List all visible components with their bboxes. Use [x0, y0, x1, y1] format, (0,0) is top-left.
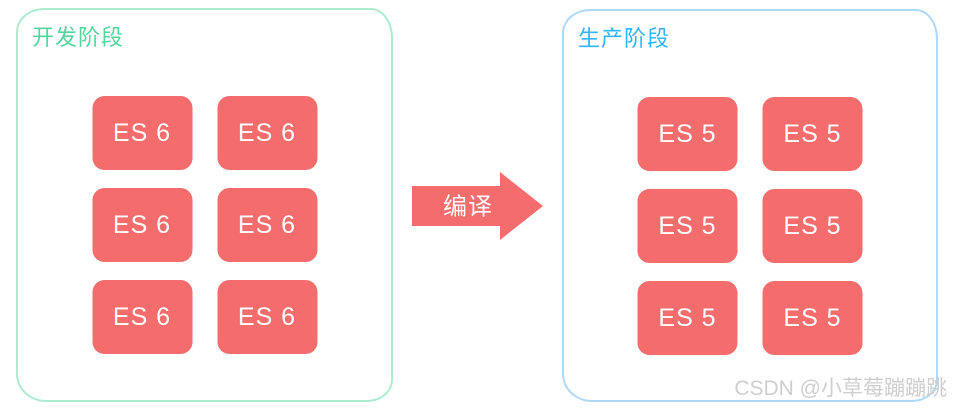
development-stage-panel: 开发阶段 ES 6 ES 6 ES 6 ES 6 ES 6 ES 6	[16, 8, 393, 402]
es6-module-box: ES 6	[217, 188, 317, 262]
production-stage-panel: 生产阶段 ES 5 ES 5 ES 5 ES 5 ES 5 ES 5	[562, 9, 938, 402]
compile-arrow-label: 编译	[443, 194, 493, 221]
es5-module-box: ES 5	[762, 189, 863, 263]
es6-module-box: ES 6	[92, 280, 192, 354]
arrow-shape-icon	[412, 172, 543, 240]
es6-module-box: ES 6	[92, 188, 192, 262]
es5-module-box: ES 5	[762, 97, 863, 171]
es5-module-box: ES 5	[637, 189, 738, 263]
development-stage-title: 开发阶段	[32, 25, 125, 50]
compile-arrow: 编译	[412, 171, 544, 241]
es5-module-grid: ES 5 ES 5 ES 5 ES 5 ES 5 ES 5	[637, 97, 863, 355]
es5-module-box: ES 5	[637, 97, 738, 171]
es6-module-box: ES 6	[217, 96, 317, 170]
es5-module-box: ES 5	[637, 281, 738, 355]
es6-module-box: ES 6	[217, 280, 317, 354]
production-stage-title: 生产阶段	[578, 26, 671, 51]
es6-module-grid: ES 6 ES 6 ES 6 ES 6 ES 6 ES 6	[92, 96, 317, 354]
es5-module-box: ES 5	[762, 281, 863, 355]
watermark: CSDN @小草莓蹦蹦跳	[734, 377, 947, 400]
es6-module-box: ES 6	[92, 96, 192, 170]
